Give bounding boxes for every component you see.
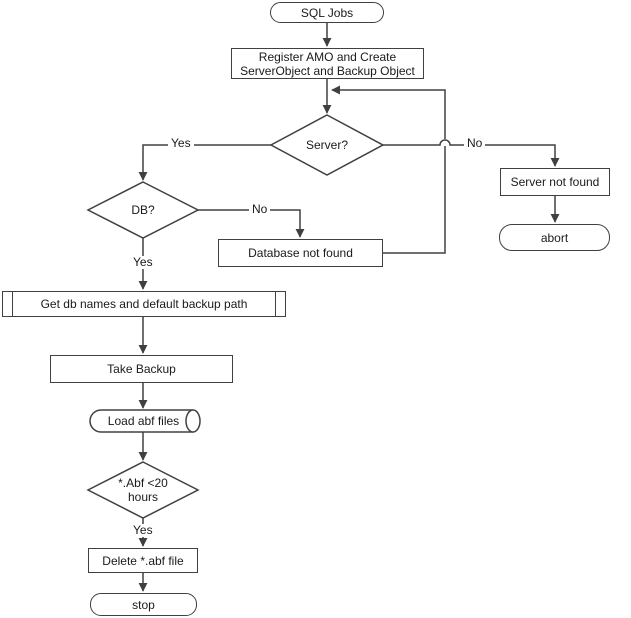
database-not-found-label: Database not found [248, 246, 353, 260]
register-label: Register AMO and Create ServerObject and… [240, 49, 415, 78]
abf-yes-edge-label: Yes [130, 524, 156, 537]
db-no-edge-label: No [249, 203, 271, 216]
load-abf-cylinder-cap [185, 409, 201, 433]
delete-abf-label: Delete *.abf file [102, 553, 184, 568]
edge-dbnotfound-feedback [332, 90, 446, 254]
server-yes-edge-label: Yes [168, 137, 194, 150]
server-no-edge-label: No [464, 137, 486, 150]
start-label: SQL Jobs [300, 5, 354, 20]
get-db-names-label: Get db names and default backup path [40, 297, 248, 311]
server-not-found-label: Server not found [510, 175, 600, 189]
start-node: SQL Jobs [270, 2, 384, 23]
edge-server-no-notfound [383, 139, 560, 167]
abort-node: abort [499, 224, 610, 251]
edge-server-yes-db [138, 144, 271, 181]
abort-label: abort [540, 230, 569, 245]
abf-decision-diamond [86, 461, 200, 519]
get-db-names-node: Get db names and default backup path [2, 291, 286, 317]
take-backup-node: Take Backup [50, 355, 233, 383]
register-node: Register AMO and Create ServerObject and… [231, 48, 424, 79]
stop-label: stop [132, 597, 155, 612]
server-not-found-node: Server not found [500, 168, 610, 196]
stop-node: stop [90, 593, 197, 616]
take-backup-label: Take Backup [107, 362, 176, 376]
server-decision-diamond [269, 114, 385, 176]
load-abf-cylinder-body [89, 409, 193, 433]
database-not-found-node: Database not found [218, 239, 383, 267]
delete-abf-node: Delete *.abf file [88, 548, 198, 573]
edge-db-no-dbnotfound [198, 209, 305, 238]
db-yes-edge-label: Yes [130, 256, 156, 269]
db-decision-diamond [86, 181, 200, 239]
